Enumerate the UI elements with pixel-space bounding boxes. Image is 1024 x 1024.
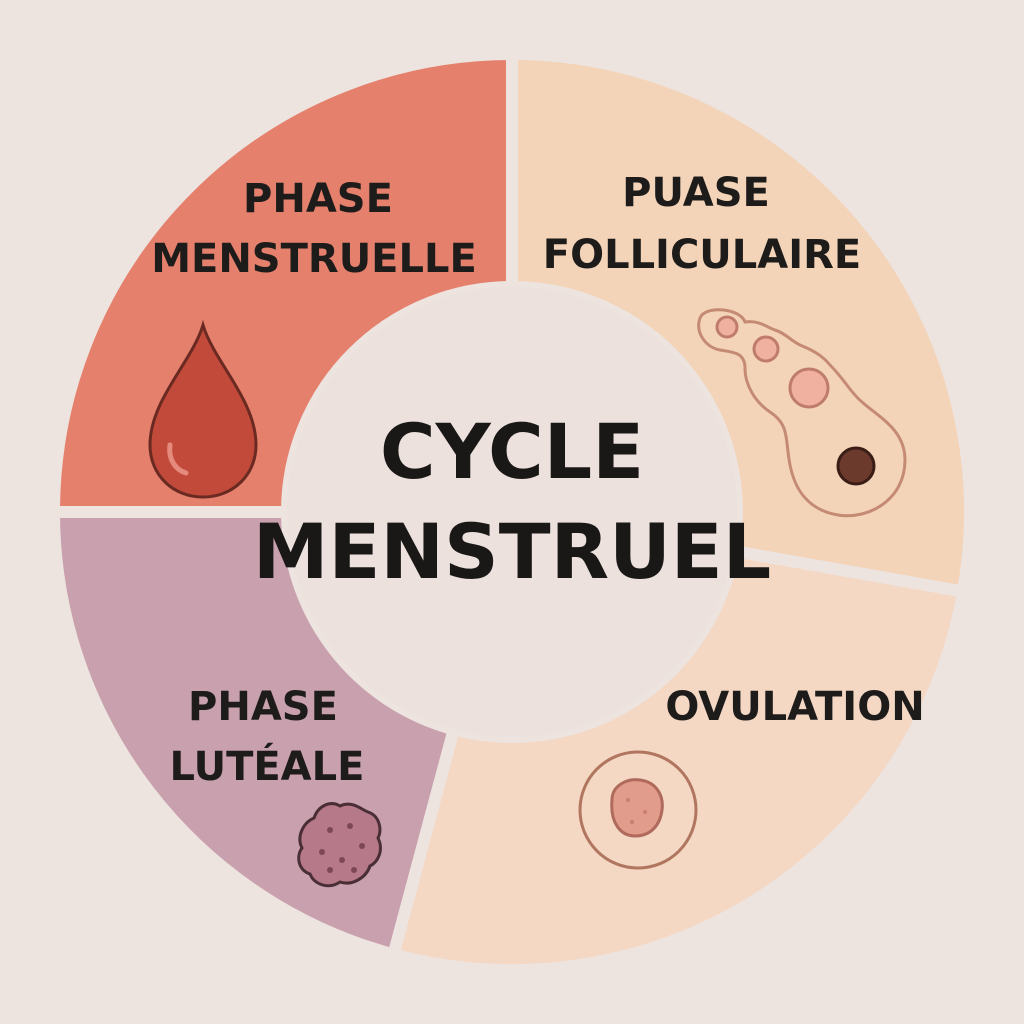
ovum-icon	[578, 750, 698, 870]
follicular-phase-label-1: PUASE	[622, 170, 770, 216]
corpus-luteum-icon	[297, 802, 382, 888]
luteal-phase-label-2: LUTÉALE	[170, 742, 365, 790]
title-line-2: MENSTRUEL	[253, 507, 771, 596]
ovulation-label: OVULATION	[665, 684, 924, 730]
center-circle	[287, 287, 737, 737]
menstrual-phase-label-2: MENSTRUELLE	[151, 236, 477, 282]
luteal-phase-label-1: PHASE	[188, 684, 338, 730]
blood-drop-icon	[148, 319, 258, 499]
follicular-phase-label-2: FOLLICULAIRE	[543, 232, 861, 278]
title-line-1: CYCLE	[380, 407, 644, 496]
menstrual-phase-label-1: PHASE	[243, 176, 393, 222]
follicle-icon	[697, 308, 907, 518]
